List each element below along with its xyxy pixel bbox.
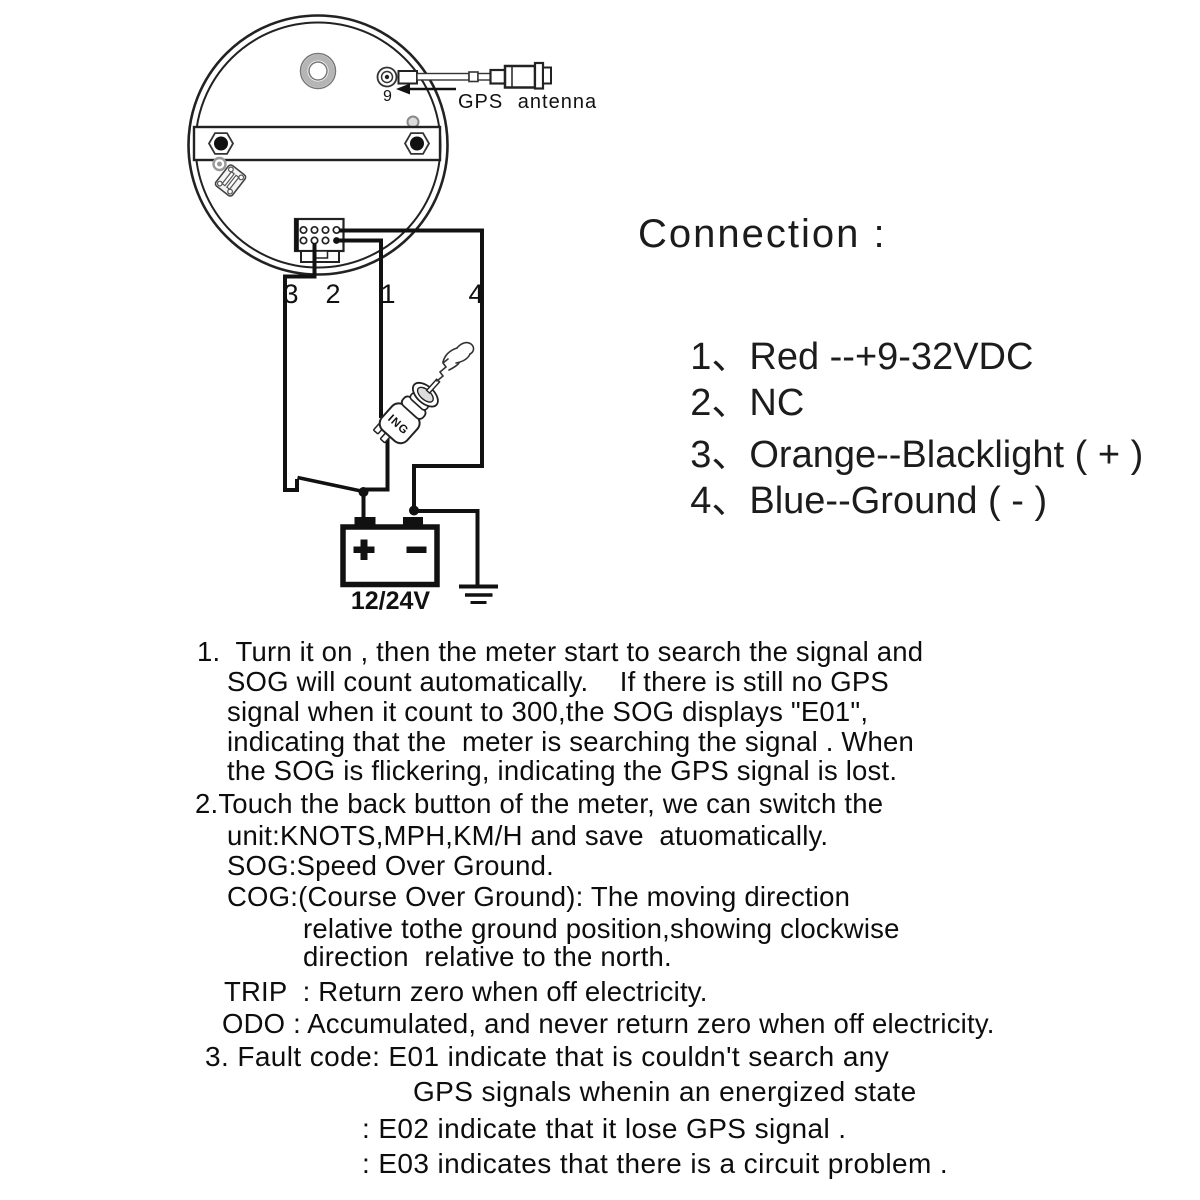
battery-minus-symbol	[406, 546, 427, 553]
battery: 12/24V	[340, 517, 440, 615]
instruction-line: : E03 indicates that there is a circuit …	[362, 1148, 949, 1179]
ignition-switch: ING	[373, 341, 475, 445]
pin9-arrow	[396, 83, 456, 95]
back-module	[214, 164, 247, 197]
wire-label-4: 4	[468, 279, 483, 309]
connection-item-3: 3、Orange--Blacklight ( + )	[648, 380, 1143, 521]
pin-connector-block	[293, 217, 345, 263]
gauge-center-hole	[299, 52, 337, 90]
hand-with-key	[436, 341, 475, 382]
instruction-line: SOG:Speed Over Ground.	[227, 850, 554, 881]
instruction-line: direction relative to the north.	[303, 941, 672, 972]
connection-item-2: 2、NC	[648, 328, 804, 469]
instruction-line: 2.Touch the back button of the meter, we…	[195, 788, 884, 819]
connection-item-text: NC	[749, 382, 805, 424]
instruction-line: indicating that the meter is searching t…	[227, 726, 915, 757]
wire-label-1: 1	[380, 279, 395, 309]
instruction-line: COG:(Course Over Ground): The moving dir…	[227, 881, 851, 912]
instruction-line: TRIP : Return zero when off electricity.	[224, 976, 708, 1007]
instruction-line: unit:KNOTS,MPH,KM/H and save atuomatical…	[227, 820, 829, 851]
screw-hole-lower	[212, 156, 227, 172]
instruction-line: : E02 indicate that it lose GPS signal .	[362, 1113, 847, 1144]
wire-label-2: 2	[325, 279, 340, 309]
connection-item-1: 1、Red --+9-32VDC	[648, 282, 1033, 423]
connection-item-number: 3、	[690, 434, 750, 476]
instruction-line: relative tothe ground position,showing c…	[303, 913, 900, 944]
wire-4-ground-branch	[416, 509, 480, 586]
mounting-bracket	[192, 125, 442, 162]
antenna-plug-housing	[397, 70, 418, 85]
gauge-back-view	[187, 14, 449, 276]
instruction-line: the SOG is flickering, indicating the GP…	[227, 755, 898, 786]
junction-dot-minus	[409, 505, 419, 516]
wire-1	[339, 238, 383, 418]
instruction-line: ODO : Accumulated, and never return zero…	[222, 1008, 995, 1039]
wiring-diagram: 9 GPS antenna 3 2 1 4	[187, 14, 597, 615]
connection-item-4: 4、Blue--Ground ( - )	[648, 426, 1047, 567]
connection-item-text: Orange--Blacklight ( + )	[749, 434, 1144, 476]
pin9-label: 9	[383, 88, 392, 105]
gps-antenna	[416, 61, 552, 90]
switch-blade	[297, 475, 362, 493]
gps-antenna-label: GPS antenna	[458, 91, 597, 113]
battery-plus-symbol	[353, 539, 375, 560]
wire-label-3: 3	[283, 279, 298, 309]
connection-item-text: Blue--Ground ( - )	[749, 480, 1048, 522]
antenna-socket	[376, 66, 398, 88]
bracket-nut-left	[207, 132, 235, 155]
instruction-line: SOG will count automatically. If there i…	[227, 666, 889, 697]
junction-dot-plus	[358, 487, 369, 497]
bracket-nut-right	[403, 132, 431, 155]
wire-4	[339, 228, 484, 512]
connection-item-number: 4、	[690, 480, 750, 522]
wire-3	[283, 243, 317, 492]
connection-item-number: 1、	[690, 336, 750, 378]
battery-voltage-label: 12/24V	[351, 587, 431, 615]
wires	[283, 228, 484, 586]
instruction-line: GPS signals whenin an energized state	[413, 1076, 917, 1107]
connection-item-text: Red --+9-32VDC	[749, 336, 1034, 378]
connection-title: Connection :	[638, 212, 887, 256]
wire-1-switch-out	[366, 438, 390, 492]
instruction-line: signal when it count to 300,the SOG disp…	[227, 696, 869, 727]
instruction-line: 3. Fault code: E01 indicate that is coul…	[205, 1041, 890, 1072]
ground-icon	[459, 584, 498, 604]
instruction-line: 1. Turn it on , then the meter start to …	[197, 636, 924, 667]
connection-item-number: 2、	[690, 382, 750, 424]
